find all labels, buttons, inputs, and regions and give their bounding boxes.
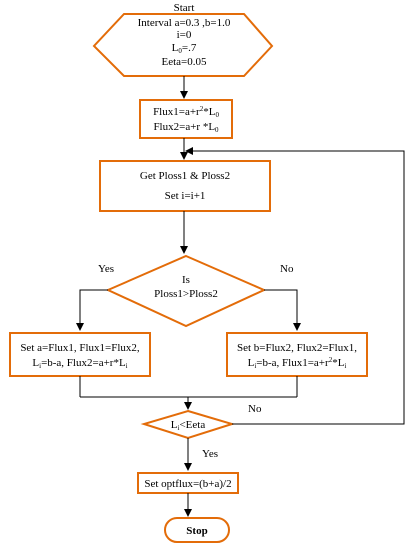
ploss-line1: Get Ploss1 & Ploss2 xyxy=(140,170,230,182)
optflux-label: Set optflux=(b+a)/2 xyxy=(144,478,231,490)
ploss-line2: Set i=i+1 xyxy=(165,190,206,202)
arrow-check-no-loop xyxy=(185,147,405,425)
flux1-init: Flux1=a+r2*L0 xyxy=(153,105,219,119)
flux2-init: Flux2=a+r *L0 xyxy=(153,121,219,134)
check-no-label: No xyxy=(248,403,262,415)
init-l0: L0=.7 xyxy=(172,42,197,55)
stop-label: Stop xyxy=(186,525,207,537)
stop-terminator xyxy=(164,517,230,543)
start-label: Start xyxy=(174,2,195,14)
init-hexagon xyxy=(92,13,274,77)
decision-no-label: No xyxy=(280,263,294,275)
init-interval: Interval a=0.3 ,b=1.0 xyxy=(138,17,231,29)
left-line2: Li=b-a, Flux2=a+r*Li xyxy=(32,357,127,370)
right-line1: Set b=Flux2, Flux2=Flux1, xyxy=(237,342,357,354)
decision-line1: Is xyxy=(182,274,190,286)
init-eeta: Eeta=0.05 xyxy=(162,56,207,68)
right-update-box xyxy=(226,332,368,377)
arrow-decision-to-left xyxy=(76,289,108,331)
decision-yes-label: Yes xyxy=(98,263,114,275)
left-update-box xyxy=(9,332,151,377)
init-i: i=0 xyxy=(177,29,192,41)
check-label: Li<Eeta xyxy=(171,419,206,432)
decision-diamond xyxy=(105,254,267,328)
left-line1: Set a=Flux1, Flux1=Flux2, xyxy=(20,342,140,354)
decision-line2: Ploss1>Ploss2 xyxy=(154,288,218,300)
right-line2: Li=b-a, Flux1=a+r2*Li xyxy=(248,356,347,370)
ploss-box xyxy=(99,160,271,212)
flux-init-box xyxy=(139,99,233,139)
arrow-decision-to-right xyxy=(264,289,301,331)
check-yes-label: Yes xyxy=(202,448,218,460)
